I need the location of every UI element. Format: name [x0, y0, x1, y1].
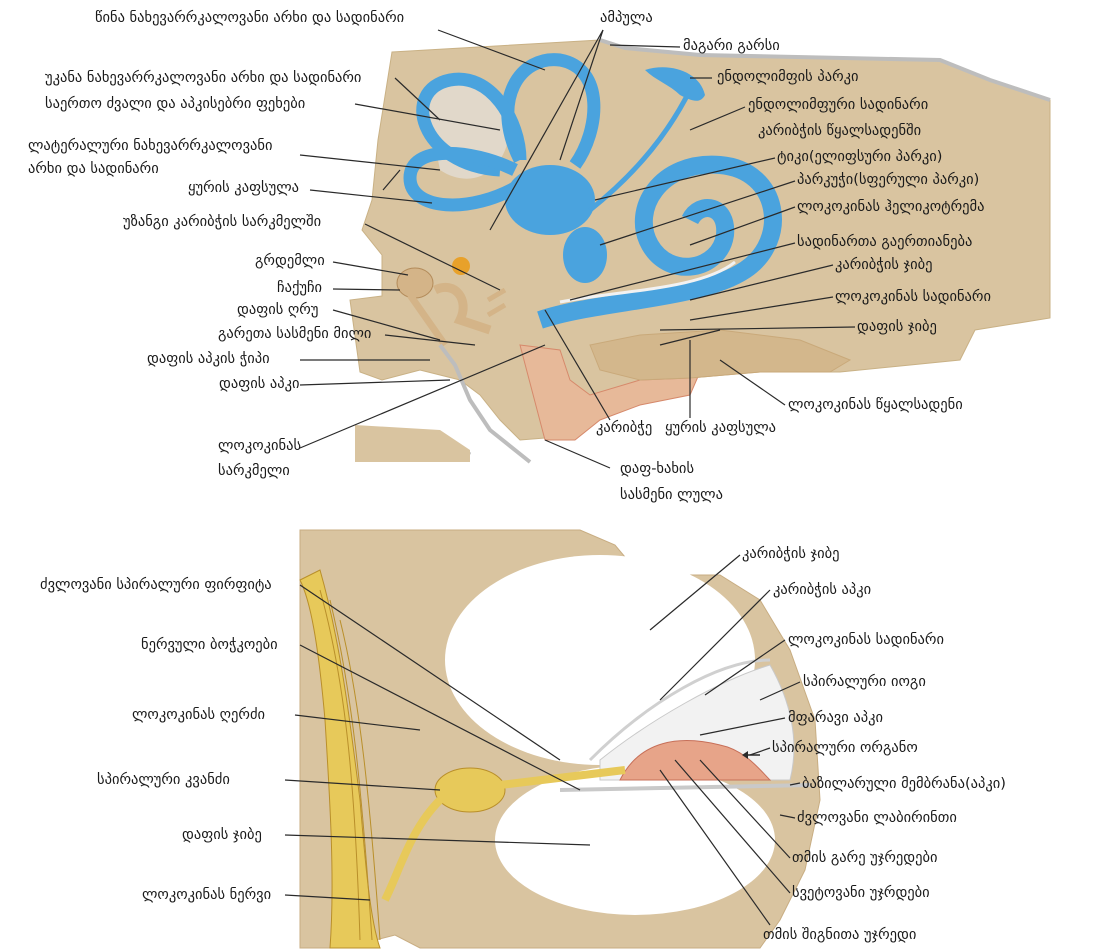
- label-round-window-1: ლოკოკინას: [218, 438, 301, 455]
- label-outer-hair-cells: თმის გარე უჯრედები: [792, 850, 937, 867]
- saccule-shape: [563, 227, 607, 283]
- label-cochlear-aqueduct: ლოკოკინას წყალსადენი: [788, 397, 963, 414]
- label-helicotrema: ლოკოკინას ჰელიკოტრემა: [797, 199, 984, 216]
- label-external-canal: გარეთა სასმენი მილი: [218, 326, 371, 343]
- label-supporting-cells: სვეტოვანი უჯრდები: [792, 885, 930, 902]
- label-endolymphatic-duct: ენდოლიმფური სადინარი: [748, 97, 928, 114]
- label-vestibular-aqueduct: კარიბჭის წყალსადენში: [758, 123, 921, 140]
- label-saccule: პარკუჭი(სფერული პარკი): [797, 172, 979, 189]
- label-scala-tympani: დაფის ჯიბე: [857, 319, 937, 336]
- label-osseous-spiral-lamina: ძვლოვანი სპირალური ფირფიტა: [40, 577, 272, 594]
- label-eustachian-2: სასმენი ლულა: [620, 487, 723, 504]
- label-tympanic-cavity: დაფის ღრუ: [237, 302, 318, 319]
- label-reissner-membrane: კარიბჭის აპკი: [773, 582, 871, 599]
- label-spiral-ligament: სპირალური იოგი: [803, 674, 926, 691]
- facial-nerve-dot: [452, 257, 470, 275]
- label-vestibule: კარიბჭე: [596, 420, 652, 437]
- label-oval-window: უზანგი კარიბჭის სარკმელში: [123, 214, 321, 231]
- label-dura: მაგარი გარსი: [683, 38, 780, 55]
- label-bottom-cochlear-duct: ლოკოკინას სადინარი: [788, 632, 944, 649]
- label-eustachian-1: დაფ-ხახის: [620, 461, 694, 478]
- label-tectorial-membrane: მფარავი აპკი: [788, 710, 883, 727]
- label-bony-labyrinth: ძვლოვანი ლაბირინთი: [797, 810, 957, 827]
- label-round-window-2: სარკმელი: [218, 463, 290, 480]
- utricle-shape: [505, 165, 595, 235]
- label-cochlear-duct: ლოკოკინას სადინარი: [835, 289, 991, 306]
- label-basilar-membrane: ბაზილარული მემბრანა(აპკი): [802, 776, 1006, 793]
- label-modiolus: ლოკოკინას ღერძი: [132, 707, 265, 724]
- spiral-ganglion-shape: [435, 768, 505, 812]
- malleus-head: [397, 268, 433, 298]
- label-umbo: დაფის აპკის ჭიპი: [147, 351, 270, 368]
- label-otic-capsule-bottom: ყურის კაფსულა: [665, 420, 776, 437]
- label-cochlear-nerve: ლოკოკინას ნერვი: [142, 887, 271, 904]
- label-lateral-canal-2: არხი და სადინარი: [28, 161, 159, 178]
- label-malleus: გრდემლი: [255, 253, 325, 270]
- label-anterior-canal: წინა ნახევარრკალოვანი არხი და სადინარი: [95, 10, 404, 27]
- label-tympanic-membrane: დაფის აპკი: [219, 376, 300, 393]
- label-inner-hair-cell: თმის შიგნითა უჯრედი: [763, 927, 916, 944]
- label-ampulla: ამპულა: [600, 10, 653, 27]
- label-scala-vestibuli: კარიბჭის ჯიბე: [835, 257, 933, 274]
- label-lateral-canal-1: ლატერალური ნახევარრკალოვანი: [28, 138, 272, 155]
- ear-canal-wall: [355, 425, 470, 462]
- label-utricle: ტიკი(ელიფსური პარკი): [777, 149, 942, 166]
- label-nerve-fibers: ნერვული ბოჭკოები: [141, 637, 278, 654]
- label-common-crus: საერთო ძვალი და აპკისებრი ფეხები: [45, 96, 305, 113]
- label-spiral-organ: სპირალური ორგანო: [772, 740, 918, 757]
- label-bottom-scala-tympani: დაფის ჯიბე: [182, 827, 262, 844]
- label-bottom-scala-vestibuli: კარიბჭის ჯიბე: [742, 546, 840, 563]
- label-posterior-canal: უკანა ნახევარრკალოვანი არხი და სადინარი: [45, 70, 361, 87]
- label-incus: ჩაქუჩი: [277, 280, 322, 297]
- label-ductus-reuniens: სადინართა გაერთიანება: [797, 234, 972, 251]
- label-otic-capsule: ყურის კაფსულა: [188, 180, 299, 197]
- label-endolymphatic-sac: ენდოლიმფის პარკი: [717, 69, 859, 86]
- label-spiral-ganglion: სპირალური კვანძი: [97, 772, 230, 789]
